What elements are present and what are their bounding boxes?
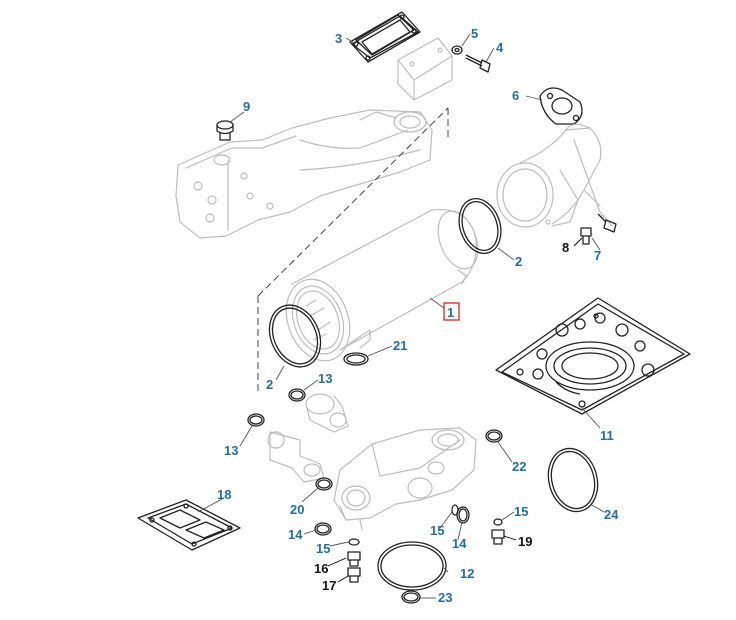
callout-7[interactable]: 7 <box>594 248 601 263</box>
callout-12[interactable]: 12 <box>460 566 474 581</box>
part-5-washer[interactable] <box>451 45 463 55</box>
cover-plate <box>397 37 453 101</box>
part-12-oring[interactable] <box>377 541 447 591</box>
leader-lines <box>197 33 605 599</box>
callout-1-highlight <box>443 302 460 321</box>
callout-9[interactable]: 9 <box>243 99 250 114</box>
part-23-oring[interactable] <box>401 590 421 604</box>
part-4-bolt[interactable] <box>465 54 491 73</box>
callout-20[interactable]: 20 <box>290 502 304 517</box>
part-17-plug[interactable] <box>347 567 361 583</box>
callout-23[interactable]: 23 <box>438 590 452 605</box>
callout-17[interactable]: 17 <box>322 578 336 593</box>
callout-13-lower[interactable]: 13 <box>224 443 238 458</box>
part-6-flange-gasket[interactable] <box>539 87 583 125</box>
callout-22[interactable]: 22 <box>512 459 526 474</box>
part-8-bolt[interactable] <box>580 227 592 245</box>
callout-19[interactable]: 19 <box>518 534 532 549</box>
part-9-plug[interactable] <box>216 120 234 141</box>
part-11-gasket-kit[interactable] <box>495 297 691 415</box>
callout-1[interactable]: 1 <box>447 305 454 320</box>
callout-14-left[interactable]: 14 <box>288 527 303 542</box>
callout-21[interactable]: 21 <box>393 338 407 353</box>
part-2-oring-left[interactable] <box>260 297 330 375</box>
elbow-outlet-pipe <box>496 123 613 228</box>
part-13-oring-upper[interactable] <box>288 388 306 402</box>
coolant-elbow-lower <box>267 431 325 483</box>
part-13-oring-lower[interactable] <box>247 413 265 427</box>
callout-4[interactable]: 4 <box>496 40 504 55</box>
part-14-oring-right[interactable] <box>456 506 470 524</box>
callout-18[interactable]: 18 <box>217 487 231 502</box>
part-3-gasket[interactable] <box>349 11 421 63</box>
part-24-oring[interactable] <box>542 443 605 517</box>
callout-13-upper[interactable]: 13 <box>318 371 332 386</box>
callout-15-left[interactable]: 15 <box>316 541 330 556</box>
part-15-oring-mid[interactable] <box>451 504 459 516</box>
part-1-cooler-core[interactable] <box>275 206 485 370</box>
callout-5[interactable]: 5 <box>471 26 478 41</box>
callout-8[interactable]: 8 <box>562 240 569 255</box>
part-2-oring-right[interactable] <box>452 193 507 259</box>
coolant-elbow-upper <box>305 393 349 433</box>
part-22-oring[interactable] <box>485 429 503 443</box>
part-15-oring-right[interactable] <box>493 518 503 526</box>
callout-24[interactable]: 24 <box>604 507 619 522</box>
part-16-plug[interactable] <box>347 551 361 567</box>
callout-15-mid[interactable]: 15 <box>430 523 444 538</box>
part-15-oring-left[interactable] <box>348 538 360 546</box>
callout-14-right[interactable]: 14 <box>452 536 467 551</box>
water-outlet-housing <box>333 427 477 531</box>
callout-11[interactable]: 11 <box>600 428 614 443</box>
part-21-oring[interactable] <box>343 352 369 366</box>
cooler-dashed-outline <box>257 107 449 392</box>
callout-2-left[interactable]: 2 <box>266 377 273 392</box>
part-14-oring-left[interactable] <box>314 522 332 536</box>
callout-2-right[interactable]: 2 <box>515 254 522 269</box>
intake-manifold <box>175 109 433 239</box>
part-18-gasket[interactable] <box>137 499 241 551</box>
part-19-plug[interactable] <box>491 529 505 545</box>
part-20-oring[interactable] <box>315 477 333 491</box>
callout-6[interactable]: 6 <box>512 88 519 103</box>
callout-15-right[interactable]: 15 <box>514 504 528 519</box>
callout-3[interactable]: 3 <box>335 31 342 46</box>
part-7-bolt[interactable] <box>597 213 617 233</box>
callout-16[interactable]: 16 <box>314 561 328 576</box>
